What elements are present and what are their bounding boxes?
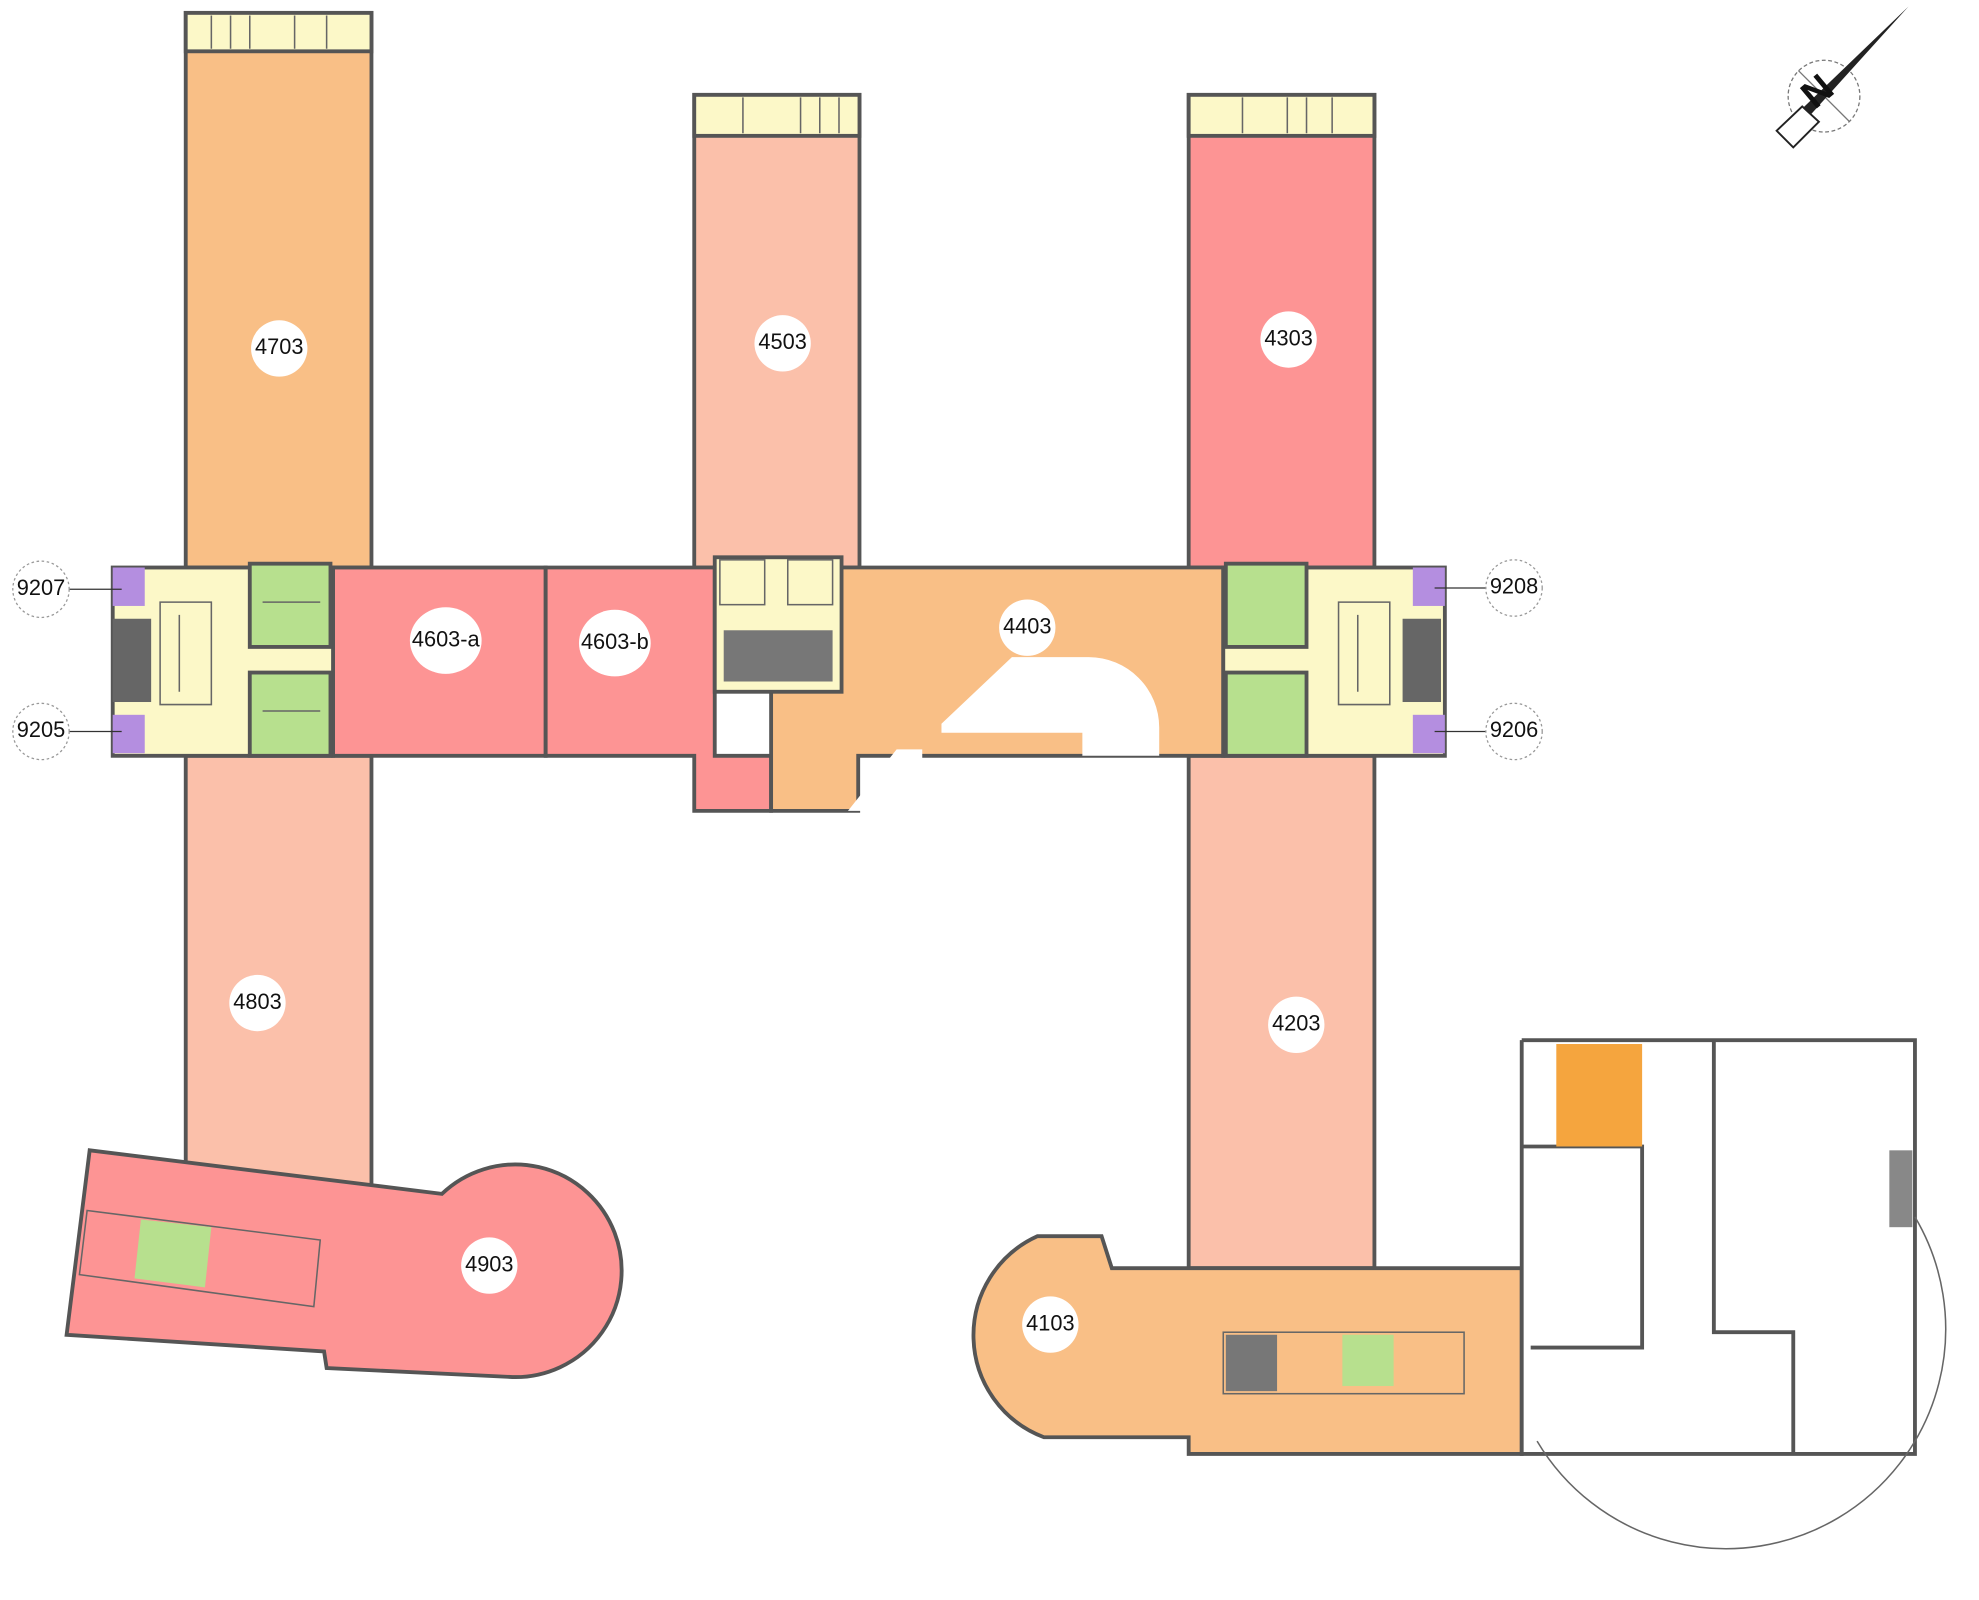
stair-callout-9206: 9206 — [1434, 702, 1543, 761]
svg-text:4503: 4503 — [758, 329, 806, 354]
room-label-4803: 4803 — [229, 974, 286, 1032]
svg-text:9207: 9207 — [17, 575, 65, 600]
svg-text:4403: 4403 — [1003, 613, 1051, 638]
svg-text:4103: 4103 — [1026, 1310, 1074, 1335]
room-label-4103: 4103 — [1022, 1296, 1079, 1353]
svg-text:4603-a: 4603-a — [412, 626, 481, 651]
svg-text:9205: 9205 — [17, 717, 65, 742]
svg-text:4703: 4703 — [255, 334, 303, 359]
core-left — [110, 561, 335, 758]
annex-building — [1519, 1038, 1947, 1550]
room-4503[interactable] — [692, 92, 862, 570]
stair-callout-9207: 9207 — [12, 560, 122, 619]
room-4803[interactable] — [183, 753, 374, 1187]
svg-text:9206: 9206 — [1490, 717, 1538, 742]
room-label-4603-a: 4603-a — [409, 607, 482, 674]
svg-text:4803: 4803 — [233, 989, 281, 1014]
room-label-4903: 4903 — [461, 1237, 518, 1294]
room-label-4603-b: 4603-b — [578, 609, 651, 677]
stair-callout-9208: 9208 — [1434, 559, 1543, 617]
room-4703[interactable] — [183, 10, 374, 570]
svg-text:9208: 9208 — [1490, 574, 1538, 599]
north-arrow-icon: N — [1775, 6, 1909, 149]
room-label-4403: 4403 — [999, 599, 1056, 656]
room-4103[interactable] — [971, 1234, 1524, 1456]
stair-callout-9205: 9205 — [12, 702, 122, 761]
svg-text:4203: 4203 — [1272, 1011, 1320, 1036]
room-4403[interactable] — [769, 565, 1226, 813]
svg-text:4903: 4903 — [465, 1251, 513, 1276]
room-4903[interactable] — [64, 1148, 624, 1379]
svg-text:4303: 4303 — [1264, 325, 1312, 350]
core-right — [1221, 561, 1447, 758]
room-label-4703: 4703 — [251, 320, 308, 377]
core-center — [712, 555, 844, 694]
room-label-4203: 4203 — [1268, 996, 1325, 1053]
svg-text:4603-b: 4603-b — [581, 629, 649, 654]
room-label-4503: 4503 — [754, 315, 811, 372]
room-label-4303: 4303 — [1260, 311, 1317, 368]
